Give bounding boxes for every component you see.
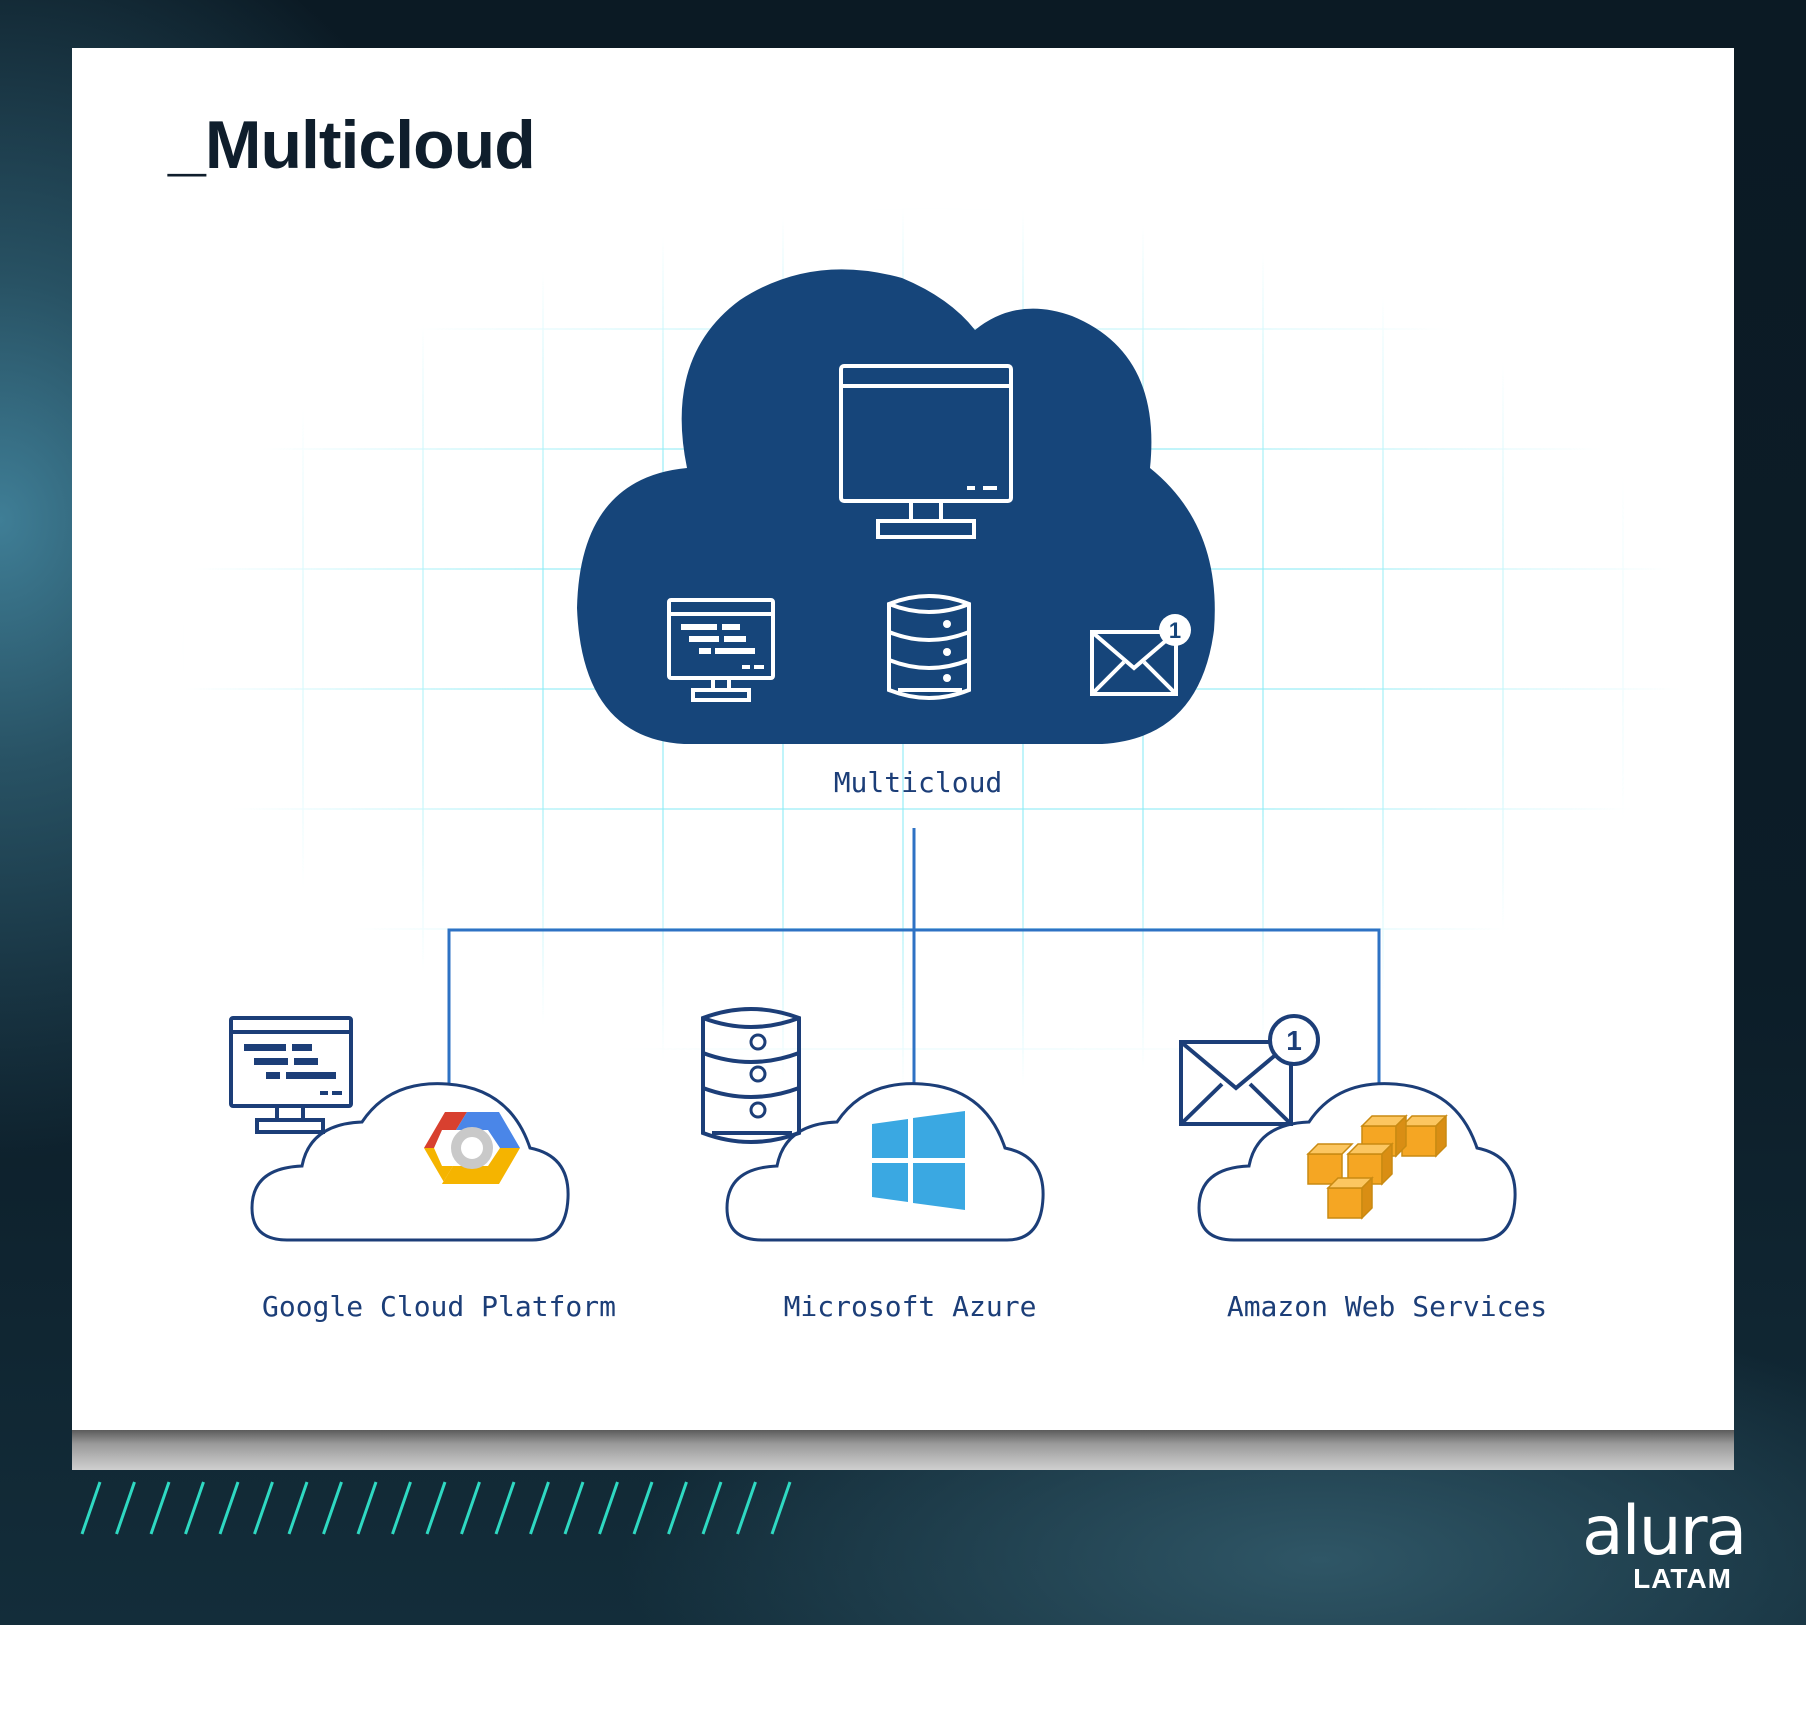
monitor-icon	[839, 364, 1013, 539]
video-frame: _Multicloud	[0, 0, 1806, 1625]
aws-notification-badge	[1268, 1014, 1320, 1066]
db-dot	[749, 1033, 767, 1051]
alura-latam-logo: alura LATAM	[1582, 1492, 1747, 1594]
decorative-slash	[322, 1481, 343, 1535]
notification-badge-count: 1	[1169, 618, 1181, 643]
decorative-slash	[115, 1481, 136, 1535]
windows-logo	[872, 1111, 965, 1210]
google-cloud-logo	[424, 1112, 520, 1184]
decorative-slash	[736, 1481, 757, 1535]
gcp-code-screen-icon	[229, 1016, 353, 1134]
aws-cubes-logo	[1306, 1114, 1448, 1220]
decorative-slash	[287, 1481, 309, 1535]
provider-label-aws: Amazon Web Services	[1227, 1290, 1547, 1323]
provider-label-gcp: Google Cloud Platform	[262, 1290, 616, 1323]
logo-text: alura	[1582, 1492, 1747, 1571]
decorative-slash	[460, 1481, 481, 1535]
azure-cloud	[725, 1082, 1045, 1242]
logo-subtext: LATAM	[1633, 1563, 1732, 1594]
slide-title: _Multicloud	[168, 107, 536, 183]
decorative-slash	[701, 1481, 723, 1535]
notification-badge	[1159, 614, 1191, 646]
decorative-slash	[632, 1481, 654, 1535]
decorative-slash	[391, 1481, 412, 1535]
db-dot	[749, 1101, 767, 1119]
db-dot	[943, 674, 951, 682]
db-dot	[943, 648, 951, 656]
decorative-slash	[598, 1481, 619, 1535]
decorative-slash	[529, 1481, 550, 1535]
slide: _Multicloud	[72, 48, 1734, 1430]
central-cloud-label: Multicloud	[834, 766, 1003, 799]
mail-notification-icon	[1090, 630, 1178, 696]
database-icon	[887, 594, 971, 700]
central-cloud	[577, 269, 1215, 744]
multicloud-diagram: 1 Multicloud	[229, 269, 1547, 1323]
decorative-slash	[218, 1481, 240, 1535]
aws-notification-badge-count: 1	[1286, 1025, 1302, 1056]
decorative-slash	[356, 1481, 378, 1535]
slide-bottom-shadow	[72, 1430, 1734, 1470]
code-lines	[681, 624, 764, 669]
decorative-slash	[253, 1481, 274, 1535]
decorative-slash	[80, 1481, 102, 1535]
code-screen-icon	[667, 598, 775, 702]
gcp-code-lines	[244, 1044, 342, 1095]
decorative-slashes	[80, 1481, 792, 1535]
decorative-slash	[770, 1481, 792, 1535]
provider-label-azure: Microsoft Azure	[784, 1290, 1037, 1323]
decorative-slash	[149, 1481, 171, 1535]
decorative-slash	[184, 1481, 205, 1535]
decorative-slash	[425, 1481, 447, 1535]
decorative-slash	[563, 1481, 585, 1535]
connector-lines	[447, 828, 1381, 1083]
azure-database-icon	[701, 1007, 801, 1144]
aws-mail-notification-icon	[1179, 1040, 1293, 1126]
decorative-slash	[494, 1481, 516, 1535]
db-dot	[749, 1065, 767, 1083]
db-dot	[943, 620, 951, 628]
decorative-slash	[667, 1481, 688, 1535]
